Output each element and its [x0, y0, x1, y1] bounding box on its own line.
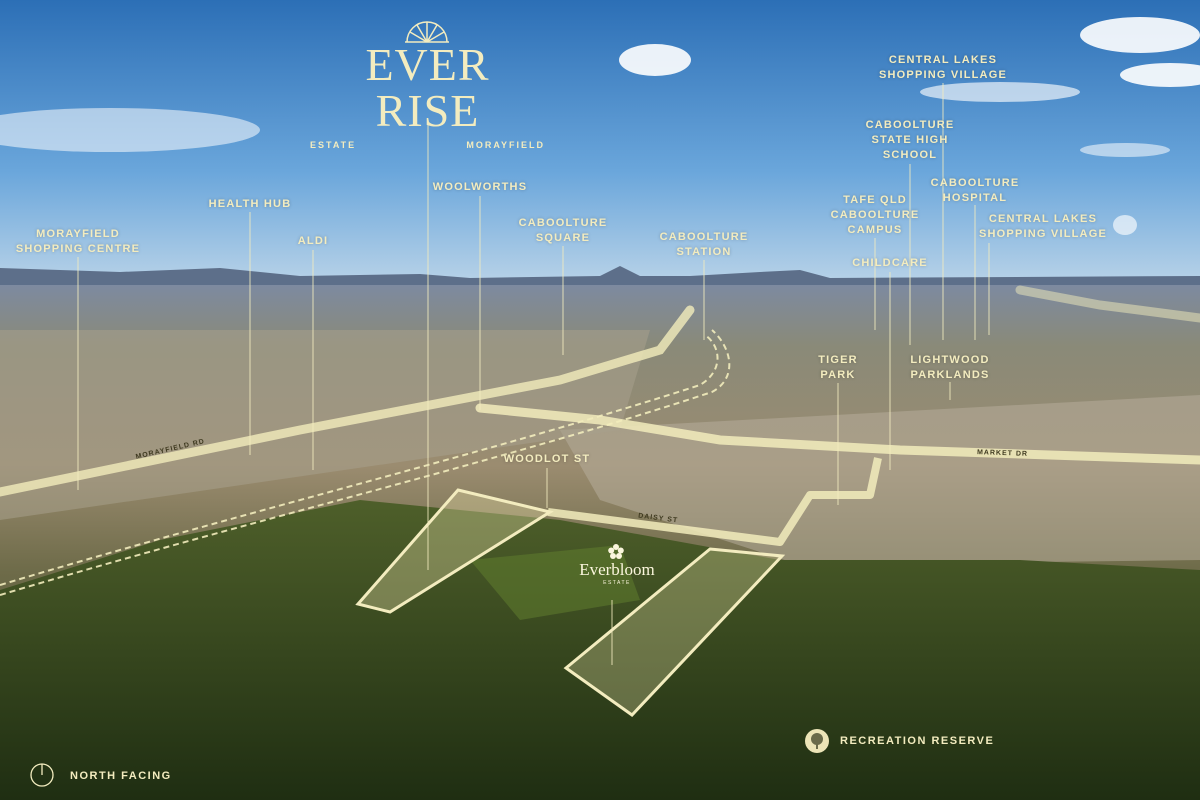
everbloom-name: Everbloom — [579, 560, 655, 579]
label-aldi: ALDI — [297, 235, 329, 247]
label-caboolture-hospital: CABOOLTURE HOSPITAL — [930, 177, 1020, 204]
north-facing-label: NORTH FACING — [70, 770, 172, 782]
morayfield-rd — [0, 305, 695, 497]
site-everbloom — [563, 547, 786, 717]
tree-icon — [805, 729, 829, 753]
brand-logo: EVER RISE ESTATE MORAYFIELD — [310, 18, 545, 151]
north-facing-icon — [30, 763, 54, 787]
brand-estate: ESTATE — [310, 140, 357, 150]
market-dr — [475, 403, 1200, 465]
brand-title: EVER RISE — [365, 39, 490, 136]
label-caboolture-square: CABOOLTURE SQUARE — [518, 217, 608, 244]
label-lightwood-parklands: LIGHTWOOD PARKLANDS — [910, 354, 990, 381]
label-woolworths: WOOLWORTHS — [432, 181, 528, 193]
brand-location: MORAYFIELD — [466, 140, 545, 150]
everbloom-logo: Everbloom ESTATE — [572, 544, 662, 586]
label-central-lakes-top: CENTRAL LAKES SHOPPING VILLAGE — [879, 54, 1007, 81]
rail-line-2 — [0, 329, 731, 596]
label-caboolture-station: CABOOLTURE STATION — [659, 231, 749, 258]
flower-icon — [608, 544, 624, 559]
label-central-lakes: CENTRAL LAKES SHOPPING VILLAGE — [979, 213, 1107, 240]
label-morayfield-shopping-centre: MORAYFIELD SHOPPING CENTRE — [15, 228, 141, 255]
recreation-reserve-label: RECREATION RESERVE — [840, 735, 995, 747]
label-caboolture-state-high-school: CABOOLTURE STATE HIGH SCHOOL — [865, 119, 955, 161]
label-woodlot-st: WOODLOT ST — [503, 453, 591, 465]
site-ever-rise — [355, 488, 554, 614]
leader-lines — [77, 83, 990, 665]
brand-sunburst-icon — [405, 21, 449, 43]
label-health-hub: HEALTH HUB — [208, 198, 292, 210]
everbloom-tag: ESTATE — [603, 580, 631, 586]
forest — [0, 500, 1200, 800]
brand-subtitle: ESTATE MORAYFIELD — [310, 140, 545, 150]
label-tiger-park: TIGER PARK — [818, 354, 858, 381]
market-dr-east — [1015, 285, 1200, 323]
label-tafe-qld: TAFE QLD CABOOLTURE CAMPUS — [830, 194, 920, 236]
paddock — [470, 545, 640, 620]
label-childcare: CHILDCARE — [852, 257, 928, 269]
clouds — [0, 17, 1200, 235]
daisy-st — [547, 457, 882, 546]
rail-line — [0, 334, 719, 586]
